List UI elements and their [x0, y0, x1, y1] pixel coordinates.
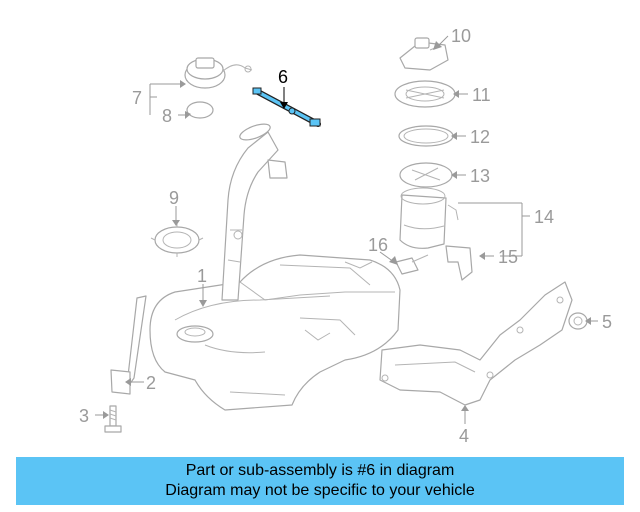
lock-ring[interactable]	[150, 223, 204, 257]
callout-13: 13	[470, 166, 490, 186]
callout-10: 10	[451, 26, 471, 46]
callout-7: 7	[132, 88, 142, 108]
callout-3: 3	[79, 406, 89, 426]
callout-15: 15	[498, 247, 518, 267]
banner-line-2: Diagram may not be specific to your vehi…	[165, 482, 475, 499]
callout-9: 9	[169, 188, 179, 208]
banner-line-1: Part or sub-assembly is #6 in diagram	[185, 462, 455, 479]
callout-5: 5	[602, 312, 612, 332]
callout-14: 14	[534, 207, 554, 227]
fuel-tank[interactable]	[149, 254, 401, 411]
callout-16: 16	[368, 235, 388, 255]
level-sender[interactable]	[445, 245, 473, 281]
filler-neck[interactable]	[221, 121, 288, 301]
tank-strap[interactable]	[110, 295, 147, 395]
bolt[interactable]	[104, 405, 122, 433]
sender-seal[interactable]	[398, 125, 454, 147]
callout-11: 11	[472, 85, 491, 105]
callout-6: 6	[278, 67, 288, 87]
heat-shield[interactable]	[379, 281, 573, 406]
fuel-pump-module[interactable]	[399, 162, 459, 249]
seal-ring[interactable]	[186, 101, 214, 119]
grommet[interactable]	[568, 312, 588, 330]
wire-connector[interactable]	[395, 254, 429, 275]
callout-4: 4	[459, 426, 469, 446]
fuel-cap[interactable]	[184, 57, 253, 89]
callout-labels: 1 2 3 4 5 6 7 8 9 10 11 12 13 14 15 16	[79, 26, 612, 446]
sender-lock-ring[interactable]	[394, 80, 456, 108]
callout-1: 1	[197, 266, 207, 286]
highlighted-vent-tube[interactable]	[252, 87, 321, 127]
leader-lines	[95, 35, 598, 424]
info-banner: Part or sub-assembly is #6 in diagram Di…	[16, 457, 624, 505]
callout-2: 2	[146, 373, 156, 393]
callout-8: 8	[162, 106, 172, 126]
callout-12: 12	[470, 127, 490, 147]
